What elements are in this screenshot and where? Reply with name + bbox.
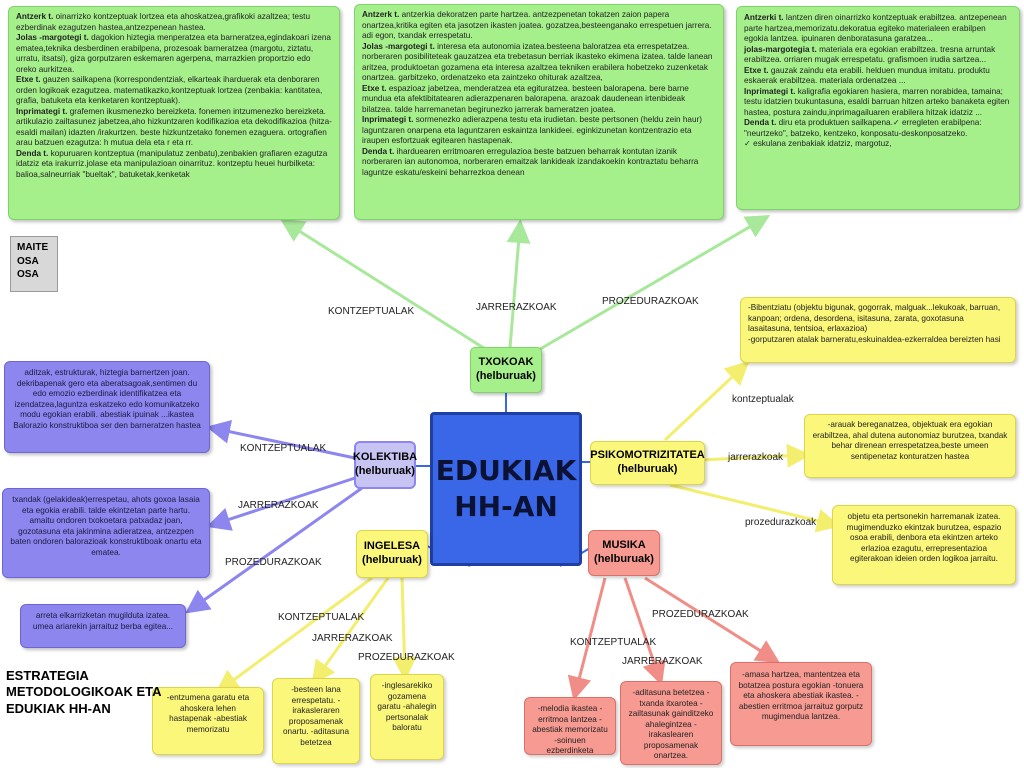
yellow-box-psiko-prozedurazkoak: objetu eta pertsonekin harremanak izatea… — [832, 505, 1016, 585]
edge-label-prozedurazkoak: PROZEDURAZKOAK — [602, 296, 699, 307]
edge-label-kontzeptualak: kontzeptualak — [732, 394, 794, 405]
hub-title: KOLEKTIBA — [352, 451, 418, 464]
note-text: -arauak bereganatzea, objektuak era egok… — [812, 420, 1008, 461]
hub-kolektiba: KOLEKTIBA (helburuak) — [352, 441, 418, 489]
note-line: Etxe t. gauzak zaindu eta erabili. heldu… — [744, 65, 990, 86]
hub-txokoak: TXOKOAK (helburuak) — [470, 347, 542, 393]
hub-musika: MUSIKA (helburuak) — [588, 530, 660, 576]
central-title-line: HH-AN — [454, 490, 558, 523]
hub-subtitle: (helburuak) — [617, 463, 678, 475]
edge-label-kontzeptualak: KONTZEPTUALAK — [278, 612, 365, 623]
note-text: -Bibentziatu (objektu bigunak, gogorrak,… — [748, 303, 1001, 344]
note-line: Antzerk t. antzerkia dekoratzen parte ha… — [362, 10, 712, 40]
note-text: -entzumena garatu eta ahoskera lehen has… — [166, 693, 250, 734]
note-text: -inglesarekiko gozamena garatu -ahalegin… — [377, 681, 437, 732]
note-line: Antzerk t. oinarrizko kontzeptuak lortze… — [16, 12, 311, 32]
note-line: Denda t. kopuruaren kontzeptua (manipula… — [16, 148, 328, 179]
green-box-prozedurazkoak: Antzerki t. lantzen diren oinarrizko kon… — [736, 6, 1020, 210]
edge-label-kontzeptualak: KONTZEPTUALAK — [570, 637, 657, 648]
note-text: -besteen lana errespetatu. -irakaslerare… — [283, 685, 349, 747]
note-text: -melodia ikastea -erritmoa lantzea -abes… — [532, 704, 608, 755]
hub-title: PSIKOMOTRIZITATEA — [590, 449, 705, 462]
note-line: Antzerki t. lantzen diren oinarrizko kon… — [744, 13, 1007, 43]
edge-label-jarrerazkoak: JARRERAZKOAK — [476, 302, 557, 313]
yellow-box-psiko-kontzeptualak: -Bibentziatu (objektu bigunak, gogorrak,… — [740, 297, 1016, 363]
note-text: aditzak, estrukturak, hiztegia barnertze… — [13, 368, 201, 430]
author-line: OSA — [17, 269, 39, 280]
edge-label-jarrerazkoak: JARRERAZKOAK — [312, 633, 393, 644]
note-line: ✓ eskulana zenbakiak idatziz, margotuz, — [744, 139, 892, 148]
edge-label-jarrerazkoak: jarrerazkoak — [728, 452, 784, 463]
slide-caption: ESTRATEGIA METODOLOGIKOAK ETA EDUKIAK HH… — [6, 668, 162, 716]
note-line: Jolas -margotegi t. interesa eta autonom… — [362, 41, 713, 83]
blue-box-jarrerazkoak: txandak (gelakideak)errespetau, ahots go… — [2, 488, 210, 578]
hub-title: MUSIKA — [602, 539, 646, 552]
green-box-jarrerazkoak: Antzerk t. antzerkia dekoratzen parte ha… — [354, 4, 724, 220]
note-line: Denda t. iharduearen erritmoaren erregul… — [362, 146, 699, 177]
note-line: Inprimategi t. kaligrafia egokiaren hasi… — [744, 86, 1010, 117]
hub-title: INGELESA — [363, 540, 421, 553]
hub-subtitle: (helburuak) — [476, 370, 536, 382]
note-text: -aditasuna betetzea -txanda itxarotea -z… — [628, 688, 714, 760]
yellow-box-ingelesa-kontzeptualak: -entzumena garatu eta ahoskera lehen has… — [152, 687, 264, 755]
blue-box-prozedurazkoak: arreta elkarrizketan mugilduta izatea. u… — [20, 604, 186, 648]
edge-label-prozedurazkoak: PROZEDURAZKOAK — [358, 652, 455, 663]
author-badge: MAITE OSA OSA — [10, 236, 58, 292]
note-line: Etxe t. espazioaz jabetzea, menderatzea … — [362, 83, 689, 114]
hub-subtitle: (helburuak) — [594, 553, 654, 565]
author-line: OSA — [17, 255, 39, 267]
red-box-musika-jarrerazkoak: -aditasuna betetzea -txanda itxarotea -z… — [620, 681, 722, 765]
yellow-box-ingelesa-prozedurazkoak: -inglesarekiko gozamena garatu -ahalegin… — [370, 674, 444, 760]
note-text: -amasa hartzea, mantentzea eta botatzea … — [738, 670, 864, 721]
central-topic: EDUKIAK HH-AN — [430, 412, 582, 566]
note-line: Denda t. diru eta produktuen sailkapena.… — [744, 118, 982, 138]
blue-box-kontzeptualak: aditzak, estrukturak, hiztegia barnertze… — [4, 361, 210, 453]
edge-label-jarrerazkoak: JARRERAZKOAK — [238, 500, 319, 511]
edge-label-prozedurazkoak: prozedurazkoak — [745, 517, 817, 528]
green-box-kontzeptualak: Antzerk t. oinarrizko kontzeptuak lortze… — [8, 6, 340, 220]
red-box-musika-kontzeptualak: -melodia ikastea -erritmoa lantzea -abes… — [524, 697, 616, 755]
edge-label-prozedurazkoak: PROZEDURAZKOAK — [225, 557, 322, 568]
hub-subtitle: (helburuak) — [362, 554, 422, 566]
red-box-musika-prozedurazkoak: -amasa hartzea, mantentzea eta botatzea … — [730, 662, 872, 746]
yellow-box-ingelesa-jarrerazkoak: -besteen lana errespetatu. -irakaslerare… — [272, 678, 360, 764]
edge-label-kontzeptualak: KONTZEPTUALAK — [328, 306, 415, 317]
note-line: Inprimategi t. sormenezko adierazpena te… — [362, 115, 702, 145]
edge-label-jarrerazkoak: JARRERAZKOAK — [622, 656, 703, 667]
hub-title: TXOKOAK — [478, 356, 534, 369]
hub-subtitle: (helburuak) — [355, 465, 415, 477]
note-line: Inprimategi t. grafemen ikusmenezko bere… — [16, 106, 332, 148]
central-title-line: EDUKIAK — [435, 453, 577, 487]
note-line: Jolas -margotegi t. dagokion hiztegia me… — [16, 33, 331, 74]
note-text: arreta elkarrizketan mugilduta izatea. u… — [32, 611, 174, 631]
note-text: txandak (gelakideak)errespetau, ahots go… — [10, 495, 202, 557]
yellow-box-psiko-jarrerazkoak: -arauak bereganatzea, objektuak era egok… — [804, 414, 1016, 478]
note-text: objetu eta pertsonekin harremanak izatea… — [846, 512, 1002, 563]
note-line: Etxe t. gauzen sailkapena (korrespondent… — [16, 75, 323, 105]
hub-ingelesa: INGELESA (helburuak) — [356, 530, 428, 578]
edge-label-prozedurazkoak: PROZEDURAZKOAK — [652, 609, 749, 620]
author-line: MAITE — [17, 242, 49, 253]
edge-label-kontzeptualak: KONTZEPTUALAK — [240, 443, 327, 454]
hub-psikomotrizitatea: PSIKOMOTRIZITATEA (helburuak) — [590, 441, 705, 485]
note-line: jolas-margotegia t. materiala era egokia… — [744, 44, 996, 65]
